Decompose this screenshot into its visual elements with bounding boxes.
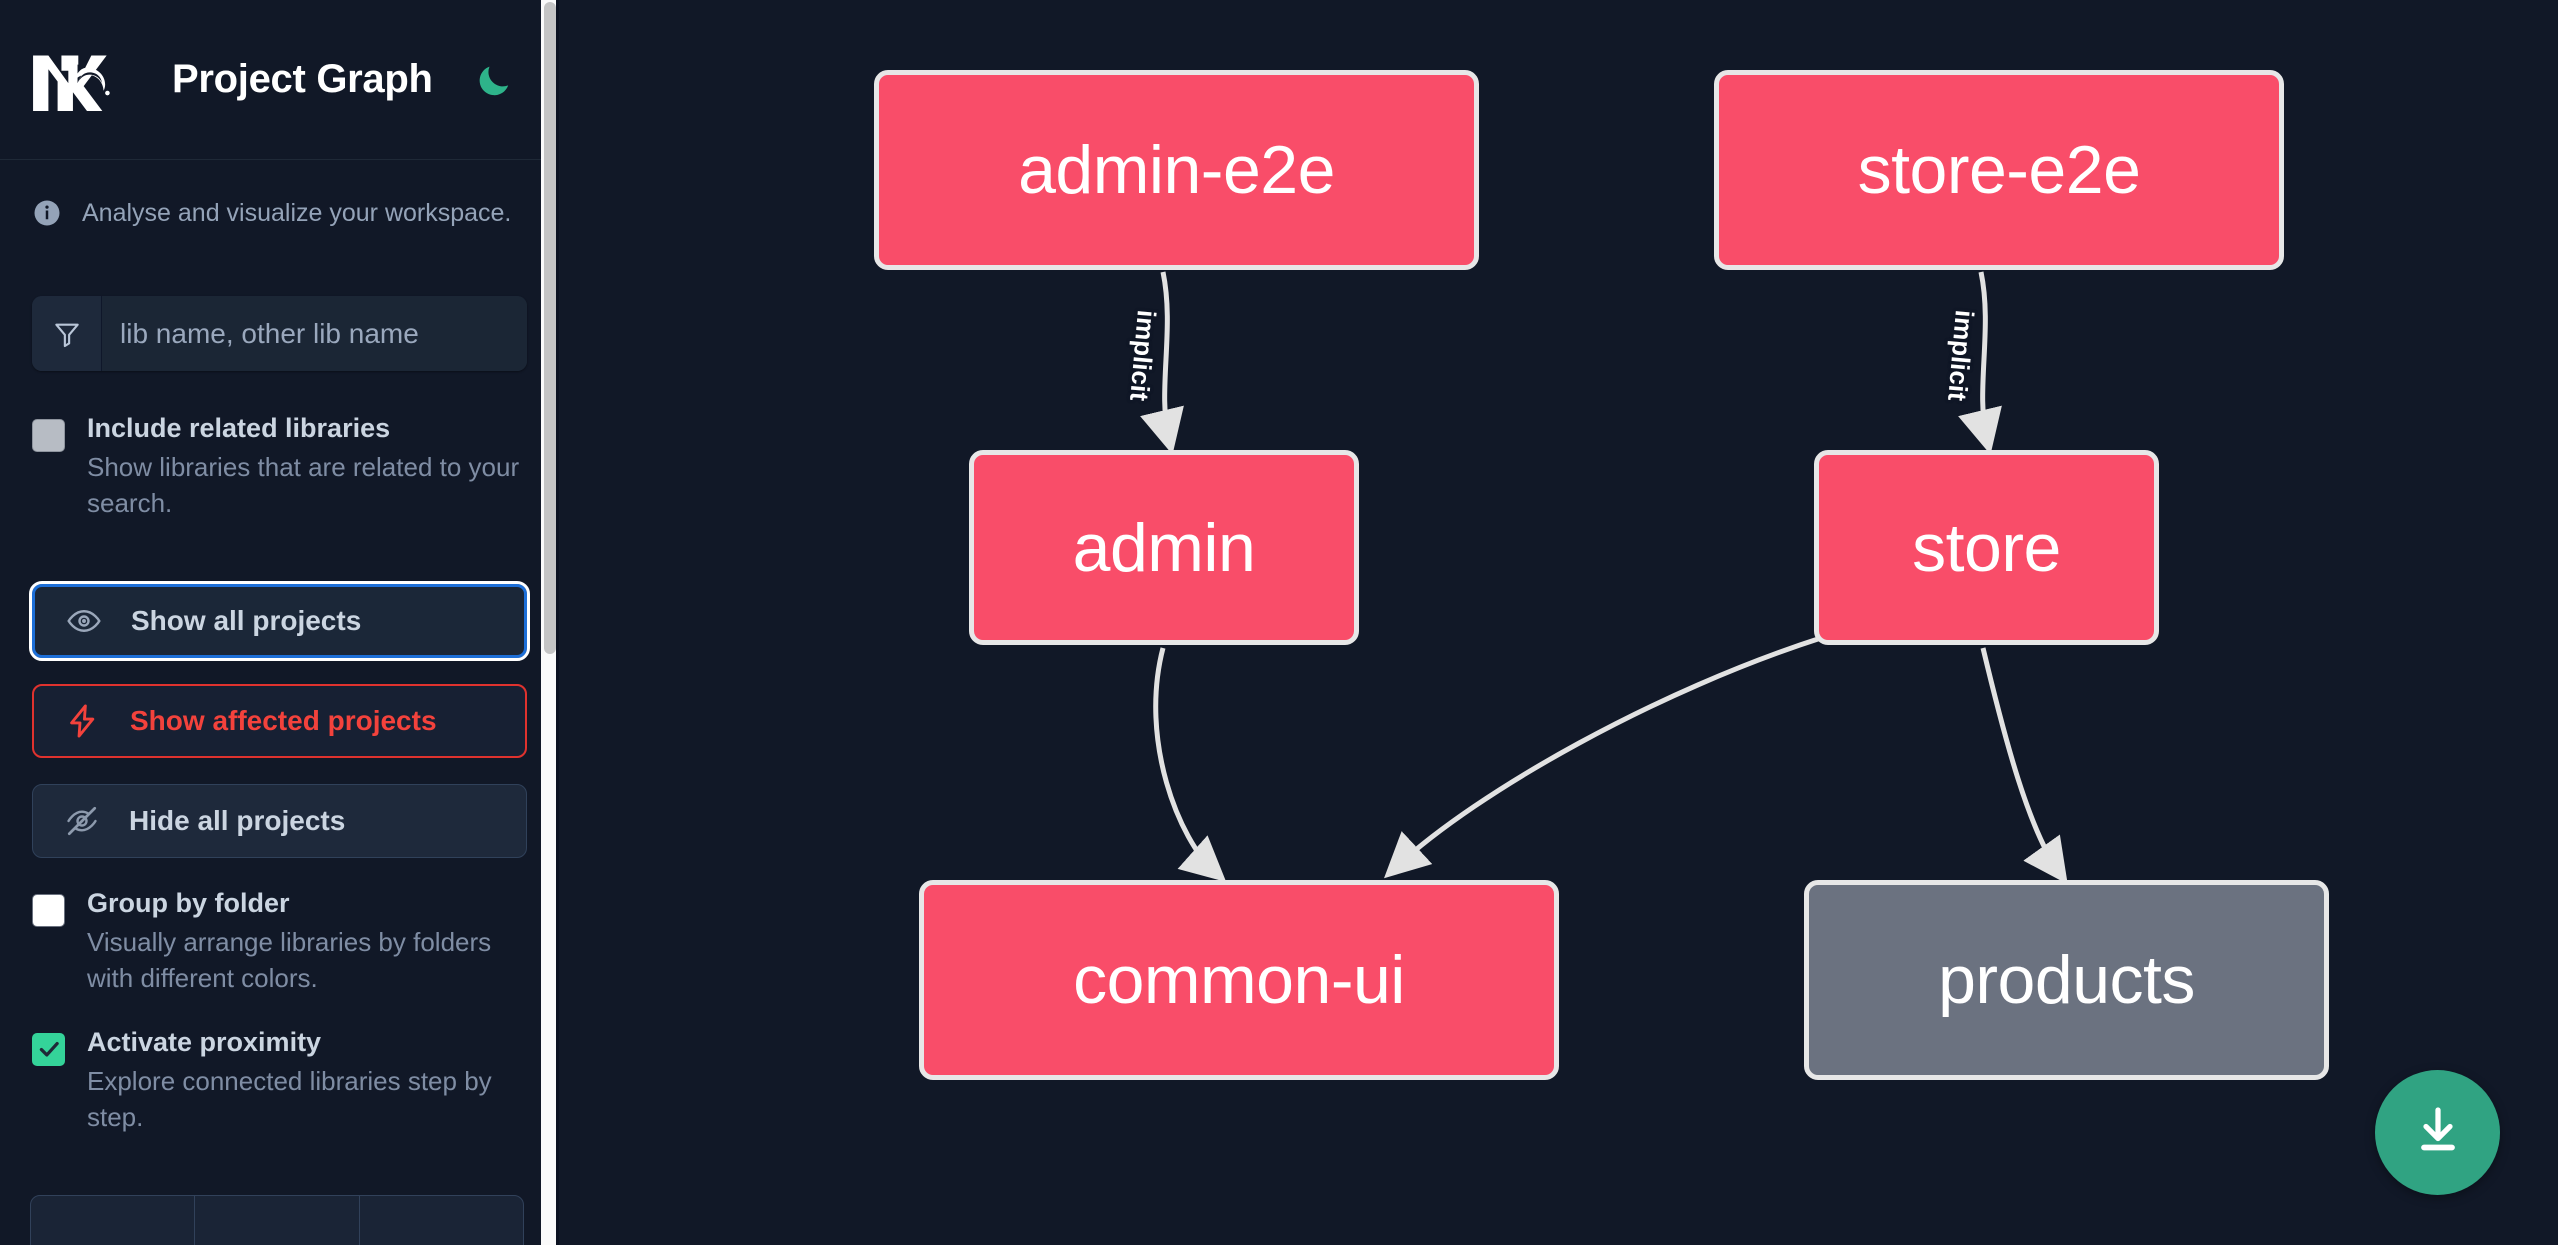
show-affected-projects-label: Show affected projects xyxy=(130,704,437,736)
lightning-icon xyxy=(64,702,102,740)
checkbox-group-by-folder-label: Group by folder xyxy=(87,887,290,918)
project-visibility-buttons: Show all projects Show affected projects xyxy=(29,580,530,858)
show-affected-projects-button[interactable]: Show affected projects xyxy=(32,683,527,758)
show-all-projects-button[interactable]: Show all projects xyxy=(29,580,530,661)
edge-admin-e2e-to-admin xyxy=(1140,271,1184,455)
checkbox-include-related-libraries[interactable]: Include related libraries Show libraries… xyxy=(32,413,527,522)
checkbox-include-related-libraries-label: Include related libraries xyxy=(87,413,391,443)
search-input[interactable] xyxy=(102,296,527,371)
graph-node-store-e2e[interactable]: store-e2e xyxy=(1714,70,2284,270)
sidebar-tagline-text: Analyse and visualize your workspace. xyxy=(82,198,512,227)
sidebar-body: Include related libraries Show libraries… xyxy=(0,296,559,1135)
graph-node-common-ui-label: common-ui xyxy=(1073,942,1405,1018)
sidebar-header: Project Graph xyxy=(0,0,559,160)
eye-off-icon xyxy=(63,802,101,840)
proximity-stepper-segment-3[interactable] xyxy=(360,1196,523,1245)
info-icon xyxy=(32,198,62,228)
checkbox-include-related-libraries-desc: Show libraries that are related to your … xyxy=(87,452,520,518)
checkbox-activate-proximity-label: Activate proximity xyxy=(87,1026,322,1057)
funnel-icon xyxy=(32,296,102,371)
proximity-stepper-segment-2[interactable] xyxy=(195,1196,360,1245)
eye-icon xyxy=(65,602,103,640)
graph-node-admin-e2e[interactable]: admin-e2e xyxy=(874,70,1479,270)
checkbox-group-by-folder-box[interactable] xyxy=(32,893,65,927)
download-icon xyxy=(2408,1100,2468,1165)
download-graph-button[interactable] xyxy=(2375,1070,2500,1195)
graph-edges xyxy=(1140,271,2068,885)
edge-store-to-products xyxy=(1980,647,2068,885)
sidebar-scrollbar[interactable] xyxy=(541,0,559,1245)
filter-field[interactable] xyxy=(32,296,527,371)
checkbox-activate-proximity-box[interactable] xyxy=(32,1032,65,1066)
graph-node-admin-label: admin xyxy=(1072,509,1256,586)
sidebar: Project Graph Analyse and visualize your… xyxy=(0,0,559,1245)
proximity-stepper-segment-1[interactable] xyxy=(31,1196,196,1245)
graph-node-products-label: products xyxy=(1938,942,2195,1018)
hide-all-projects-button[interactable]: Hide all projects xyxy=(32,783,527,858)
graph-node-admin[interactable]: admin xyxy=(969,450,1359,645)
sidebar-scroll-area[interactable]: Project Graph Analyse and visualize your… xyxy=(0,0,559,1245)
edge-store-e2e-to-store xyxy=(1958,271,2002,455)
graph-node-store-e2e-label: store-e2e xyxy=(1857,132,2141,208)
moon-icon[interactable] xyxy=(473,59,515,101)
page-title: Project Graph xyxy=(172,57,433,101)
checkbox-activate-proximity-desc: Explore connected libraries step by step… xyxy=(87,1065,492,1132)
graph-node-products[interactable]: products xyxy=(1804,880,2329,1080)
sidebar-divider xyxy=(556,0,559,1245)
checkbox-activate-proximity[interactable]: Activate proximity Explore connected lib… xyxy=(32,1027,527,1136)
graph-node-common-ui[interactable]: common-ui xyxy=(919,880,1559,1080)
graph-canvas[interactable]: admin-e2e store-e2e admin store common-u… xyxy=(559,0,2558,1245)
sidebar-scrollbar-thumb[interactable] xyxy=(544,2,556,654)
hide-all-projects-label: Hide all projects xyxy=(129,804,346,836)
checkbox-group-by-folder[interactable]: Group by folder Visually arrange librari… xyxy=(32,888,527,997)
show-all-projects-label: Show all projects xyxy=(131,604,362,636)
proximity-stepper-control[interactable] xyxy=(30,1195,524,1245)
edge-admin-to-common-ui xyxy=(1153,647,1227,882)
checkbox-include-related-libraries-box[interactable] xyxy=(32,419,65,452)
graph-node-store[interactable]: store xyxy=(1814,450,2159,645)
checkbox-group-by-folder-desc: Visually arrange libraries by folders wi… xyxy=(87,926,492,993)
edge-store-to-common-ui xyxy=(1384,635,1822,879)
nx-logo-icon xyxy=(30,49,122,117)
sidebar-tagline-row: Analyse and visualize your workspace. xyxy=(0,160,559,228)
graph-node-store-label: store xyxy=(1912,509,2061,586)
graph-node-admin-e2e-label: admin-e2e xyxy=(1018,132,1335,208)
